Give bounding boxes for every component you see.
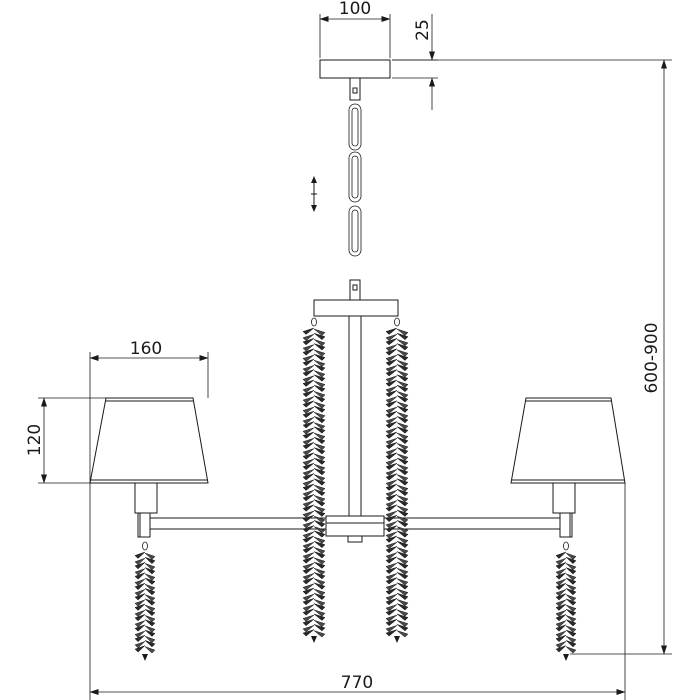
dimension-shade-height: 120 [25,397,106,484]
right-arm [383,517,561,530]
crystal-strands [134,317,577,661]
height-adjust-arrow [311,176,317,212]
crystal-strand-outer-left [134,541,156,661]
crystal-strand-inner-left [302,317,326,643]
overall-width-label: 770 [341,673,373,693]
shade-width-label: 160 [130,339,162,359]
dimension-overall-width: 770 [89,483,626,700]
canopy-width-label: 100 [339,0,371,19]
crystal-strand-inner-right [385,317,409,643]
crystal-strand-outer-right [555,541,577,661]
canopy [319,59,391,79]
suspension-chain [348,77,362,301]
right-lamp-shade [510,397,626,484]
shade-height-label: 120 [25,424,45,456]
dimension-canopy-width: 100 [319,0,391,58]
dimension-canopy-height: 25 [392,14,438,110]
central-body [313,299,399,543]
left-lamp-shade [89,397,209,484]
canopy-height-label: 25 [413,19,433,41]
dimension-overall-height: 600-900 [392,59,672,655]
dimension-shade-width: 160 [89,339,209,483]
right-lamp-holder [552,482,576,538]
overall-height-label: 600-900 [642,322,662,393]
left-lamp-holder [134,482,158,538]
left-arm [149,517,327,530]
